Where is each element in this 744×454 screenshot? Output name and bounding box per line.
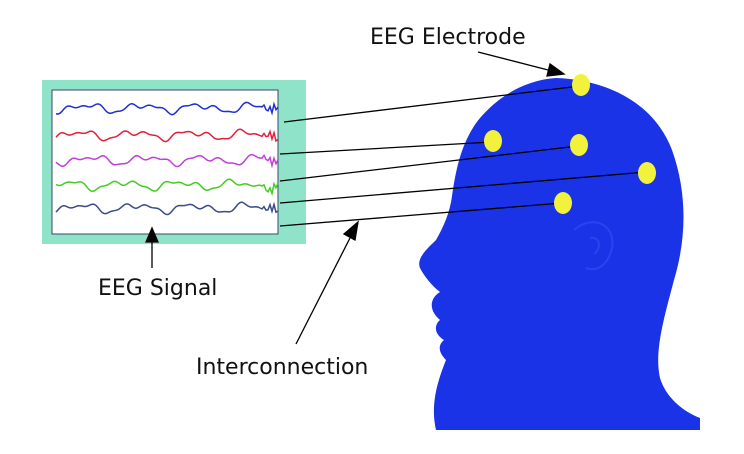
interconnection-wires bbox=[279, 85, 647, 227]
eeg-trace bbox=[55, 101, 279, 116]
electrode-pointer-line bbox=[477, 51, 553, 72]
ear-outline bbox=[573, 221, 614, 271]
electrode-back bbox=[638, 162, 656, 184]
electrodes bbox=[484, 74, 656, 214]
wire-1 bbox=[283, 85, 581, 123]
electrode-top bbox=[572, 74, 590, 96]
electrode-arrowhead bbox=[546, 62, 566, 77]
label-eeg-signal: EEG Signal bbox=[98, 276, 217, 301]
electrode-center bbox=[570, 134, 588, 156]
wire-3 bbox=[279, 145, 579, 182]
interconnection-pointer-line bbox=[295, 237, 351, 345]
label-interconnection: Interconnection bbox=[196, 355, 368, 380]
eeg-trace bbox=[55, 153, 279, 169]
interconnection-arrowhead bbox=[342, 220, 359, 242]
label-eeg-electrode: EEG Electrode bbox=[370, 25, 526, 50]
eeg-trace bbox=[55, 128, 279, 143]
ear-inner bbox=[589, 236, 600, 255]
signal-arrowhead bbox=[145, 226, 159, 243]
wire-4 bbox=[279, 171, 647, 204]
head-silhouette bbox=[419, 78, 700, 430]
eeg-trace bbox=[55, 201, 279, 216]
wire-5 bbox=[279, 202, 563, 227]
electrode-temporal bbox=[554, 192, 572, 214]
electrode-front bbox=[484, 130, 502, 152]
wire-2 bbox=[279, 141, 493, 155]
signal-panel-screen bbox=[51, 89, 279, 235]
pointer-arrows bbox=[145, 51, 566, 345]
eeg-traces bbox=[55, 101, 279, 216]
eeg-trace bbox=[55, 178, 279, 197]
